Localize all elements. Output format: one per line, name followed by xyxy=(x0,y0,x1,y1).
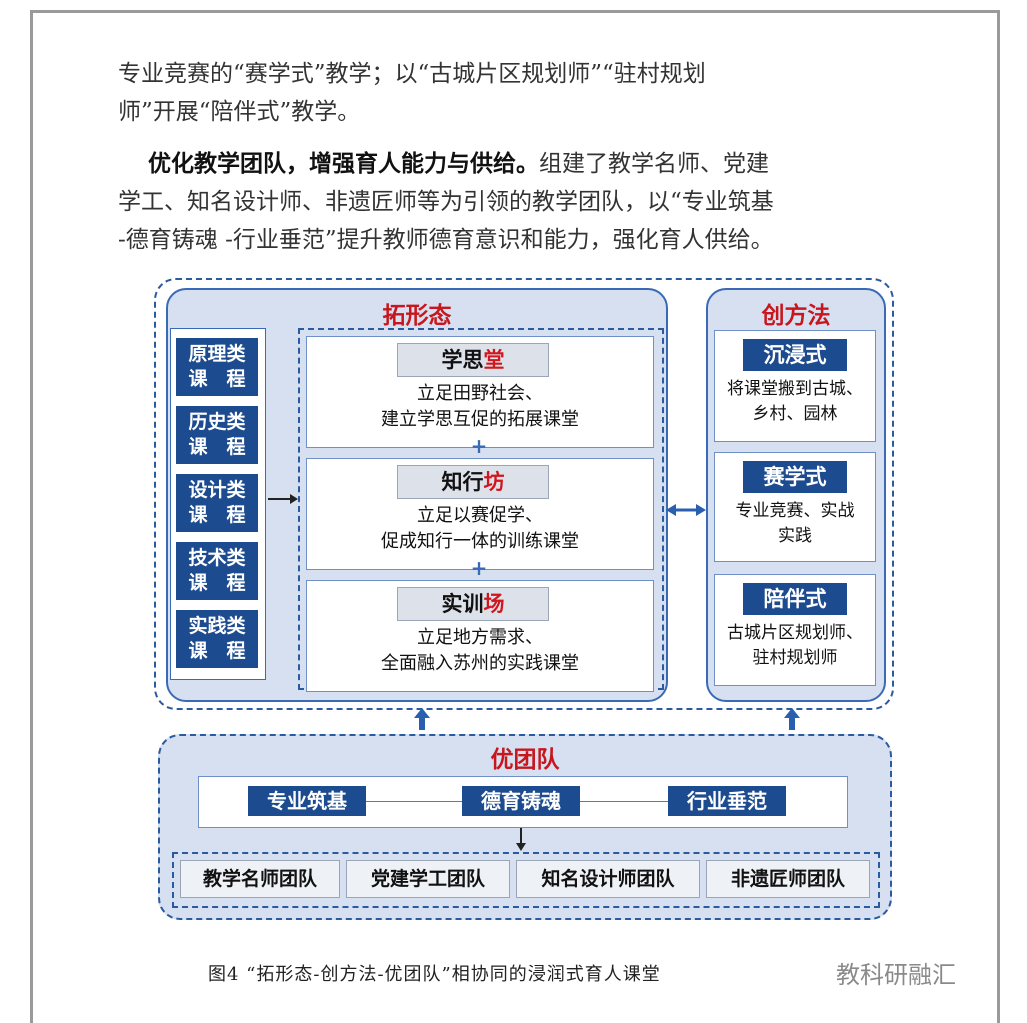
value-box: 行业垂范 xyxy=(668,786,786,816)
method-label: 陪伴式 xyxy=(743,583,847,615)
course-item: 技术类课 程 xyxy=(176,542,258,600)
method-desc: 专业竞赛、实战实践 xyxy=(735,501,855,546)
paragraph-line: 专业竞赛的“赛学式”教学；以“古城片区规划师”“驻村规划 xyxy=(118,61,706,87)
team-box: 教学名师团队 xyxy=(180,860,340,898)
form-box: 知行坊 立足以赛促学、促成知行一体的训练课堂 xyxy=(306,458,654,570)
paragraph-text: 组建了教学名师、党建 xyxy=(539,151,769,177)
form-label: 知行坊 xyxy=(397,465,549,499)
up-arrow-icon xyxy=(414,708,430,730)
teams-dashed-group xyxy=(172,852,880,908)
value-box: 德育铸魂 xyxy=(462,786,580,816)
method-box: 沉浸式 将课堂搬到古城、乡村、园林 xyxy=(714,330,876,442)
form-label: 实训场 xyxy=(397,587,549,621)
figure-caption: 图4 “拓形态-创方法-优团队”相协同的浸润式育人课堂 xyxy=(208,964,661,985)
method-label: 赛学式 xyxy=(743,461,847,493)
connector-line xyxy=(580,801,668,802)
paragraph-line: 师”开展“陪伴式”教学。 xyxy=(118,99,361,125)
plus-icon: + xyxy=(470,434,488,458)
method-label: 沉浸式 xyxy=(743,339,847,371)
top-dashed-container xyxy=(154,278,894,710)
up-arrow-icon xyxy=(784,708,800,730)
watermark: 教科研融汇 xyxy=(836,961,956,989)
course-item: 实践类课 程 xyxy=(176,610,258,668)
right-arrow-icon xyxy=(268,494,298,504)
paragraph-line: 学工、知名设计师、非遗匠师等为引领的教学团队，以“专业筑基 xyxy=(118,189,774,215)
panel-title: 创方法 xyxy=(761,303,831,329)
down-arrow-icon xyxy=(516,828,526,851)
method-desc: 古城片区规划师、驻村规划师 xyxy=(727,623,863,668)
course-item: 历史类课 程 xyxy=(176,406,258,464)
method-box: 赛学式 专业竞赛、实战实践 xyxy=(714,452,876,562)
team-box: 知名设计师团队 xyxy=(516,860,700,898)
panel-title: 优团队 xyxy=(490,747,560,773)
plus-icon: + xyxy=(470,556,488,580)
course-item: 原理类课 程 xyxy=(176,338,258,396)
bold-heading: 优化教学团队，增强育人能力与供给。 xyxy=(148,150,539,177)
form-box: 实训场 立足地方需求、全面融入苏州的实践课堂 xyxy=(306,580,654,692)
connector-line xyxy=(366,801,462,802)
paragraph-line: 优化教学团队，增强育人能力与供给。组建了教学名师、党建 xyxy=(148,146,938,182)
team-box: 非遗匠师团队 xyxy=(706,860,870,898)
form-desc: 立足地方需求、全面融入苏州的实践课堂 xyxy=(381,627,579,674)
form-box: 学思堂 立足田野社会、建立学思互促的拓展课堂 xyxy=(306,336,654,448)
form-desc: 立足田野社会、建立学思互促的拓展课堂 xyxy=(381,383,579,430)
form-desc: 立足以赛促学、促成知行一体的训练课堂 xyxy=(381,505,579,552)
panel-title: 拓形态 xyxy=(382,303,452,329)
value-box: 专业筑基 xyxy=(248,786,366,816)
course-item: 设计类课 程 xyxy=(176,474,258,532)
method-box: 陪伴式 古城片区规划师、驻村规划师 xyxy=(714,574,876,686)
paragraph-line: -德育铸魂 -行业垂范”提升教师德育意识和能力，强化育人供给。 xyxy=(118,227,774,253)
method-desc: 将课堂搬到古城、乡村、园林 xyxy=(727,379,863,424)
team-box: 党建学工团队 xyxy=(346,860,510,898)
form-label: 学思堂 xyxy=(397,343,549,377)
double-arrow-icon xyxy=(666,504,706,516)
